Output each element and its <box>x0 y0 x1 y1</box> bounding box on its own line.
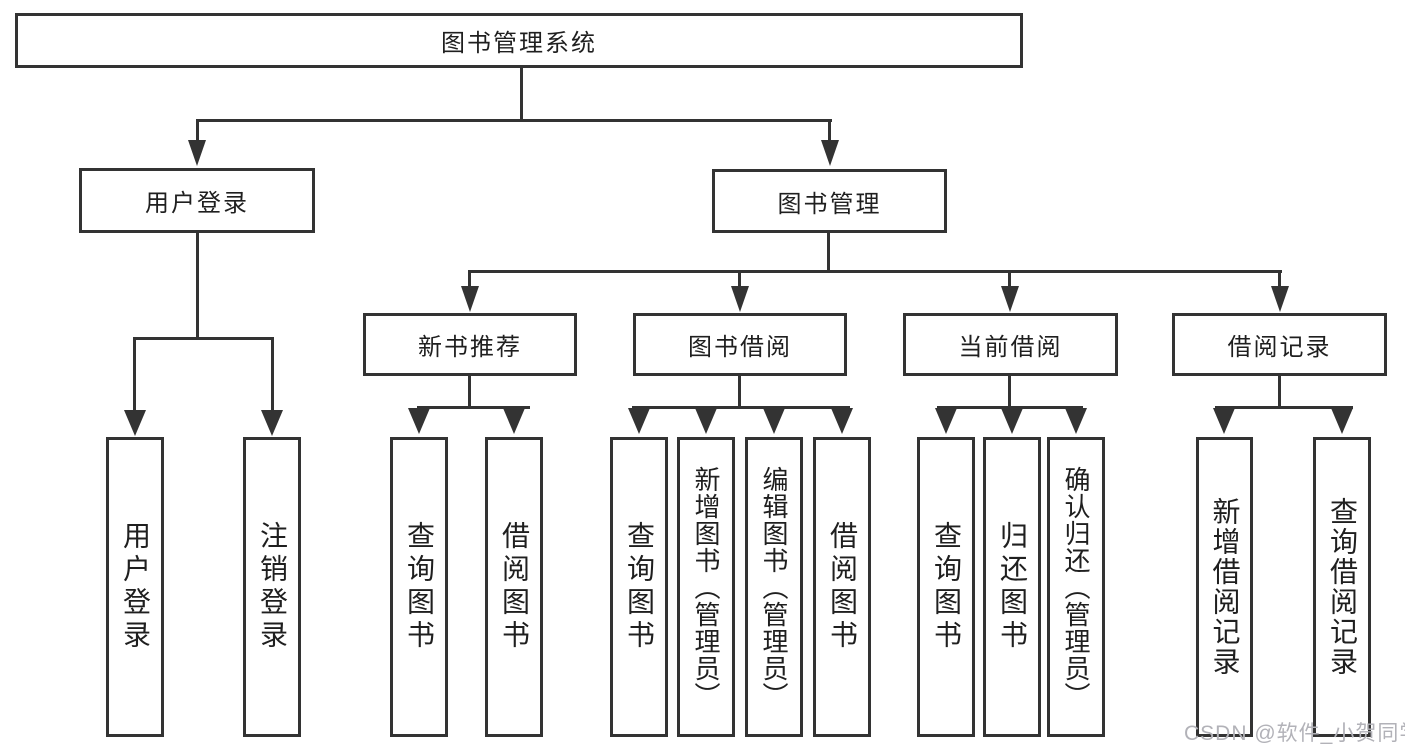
node-book-management-branch: 图书管理 <box>712 169 947 233</box>
connector-book-mgmt-drop <box>828 119 831 142</box>
connector-leaf-drop <box>271 337 274 410</box>
connector-user-branch-rail <box>133 337 274 340</box>
arrowhead-down-icon <box>731 286 749 312</box>
connector-book-branch-stem <box>827 233 830 270</box>
leaf-borrowing-query-books: 查询图书 <box>610 437 668 737</box>
arrowhead-down-icon <box>763 408 785 434</box>
arrowhead-down-icon <box>261 410 283 436</box>
leaf-logout: 注销登录 <box>243 437 301 737</box>
node-book-borrowing: 图书借阅 <box>633 313 847 376</box>
leaf-records-query-record: 查询借阅记录 <box>1313 437 1371 737</box>
leaf-records-add-record: 新增借阅记录 <box>1196 437 1253 737</box>
arrowhead-down-icon <box>821 140 839 166</box>
arrowhead-down-icon <box>503 408 525 434</box>
connector-leaf-drop <box>133 337 136 410</box>
arrowhead-down-icon <box>1213 408 1235 434</box>
leaf-borrowing-borrow-books: 借阅图书 <box>813 437 871 737</box>
arrowhead-down-icon <box>695 408 717 434</box>
arrowhead-down-icon <box>628 408 650 434</box>
arrowhead-down-icon <box>1001 408 1023 434</box>
node-current-borrowing: 当前借阅 <box>903 313 1118 376</box>
arrowhead-down-icon <box>935 408 957 434</box>
leaf-borrowing-edit-books-admin: 编辑图书（管理员） <box>745 437 803 737</box>
leaf-current-query-books: 查询图书 <box>917 437 975 737</box>
arrowhead-down-icon <box>1331 408 1353 434</box>
arrowhead-down-icon <box>1065 408 1087 434</box>
node-system-root: 图书管理系统 <box>15 13 1023 68</box>
connector-group0-rail <box>417 406 530 409</box>
leaf-recommend-borrow-books: 借阅图书 <box>485 437 543 737</box>
arrowhead-down-icon <box>461 286 479 312</box>
arrowhead-down-icon <box>1271 286 1289 312</box>
connector-group-drop <box>1008 270 1011 288</box>
connector-group3-rail <box>1215 406 1353 409</box>
connector-user-branch-stem <box>196 233 199 337</box>
leaf-current-return-books: 归还图书 <box>983 437 1041 737</box>
arrowhead-down-icon <box>408 408 430 434</box>
node-user-login-branch: 用户登录 <box>79 168 315 233</box>
csdn-watermark: CSDN @软件_小贺同学 <box>1184 722 1405 745</box>
leaf-current-confirm-return-admin: 确认归还（管理员） <box>1047 437 1105 737</box>
arrowhead-down-icon <box>188 140 206 166</box>
leaf-user-login: 用户登录 <box>106 437 164 737</box>
connector-user-login-drop <box>196 119 199 142</box>
connector-group3-stem <box>1278 376 1281 406</box>
connector-group2-rail <box>937 406 1083 409</box>
connector-group1-rail <box>632 406 850 409</box>
arrowhead-down-icon <box>1001 286 1019 312</box>
arrowhead-down-icon <box>124 410 146 436</box>
node-borrowing-records: 借阅记录 <box>1172 313 1387 376</box>
leaf-borrowing-add-books-admin: 新增图书（管理员） <box>677 437 735 737</box>
connector-group1-stem <box>738 376 741 406</box>
connector-level2-rail <box>196 119 832 122</box>
connector-group-drop <box>468 270 471 288</box>
arrowhead-down-icon <box>831 408 853 434</box>
node-new-book-recommend: 新书推荐 <box>363 313 577 376</box>
leaf-recommend-query-books: 查询图书 <box>390 437 448 737</box>
connector-group-drop <box>1278 270 1281 288</box>
connector-root-stem <box>520 68 523 119</box>
connector-group-drop <box>738 270 741 288</box>
connector-level3-rail <box>468 270 1282 273</box>
connector-group2-stem <box>1008 376 1011 406</box>
connector-group0-stem <box>468 376 471 406</box>
